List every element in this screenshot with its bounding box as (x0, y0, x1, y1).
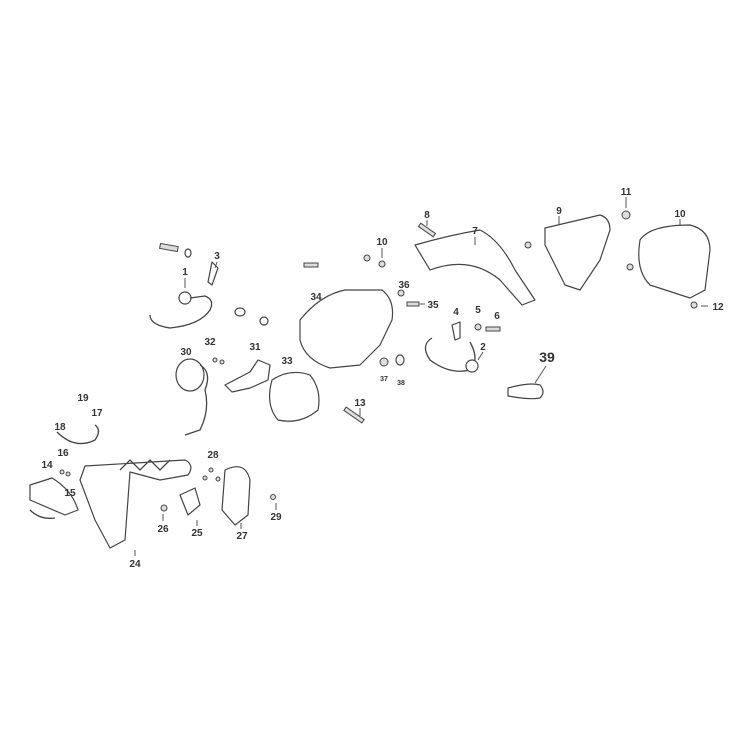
label-25: 25 (191, 528, 203, 539)
label-33: 33 (281, 356, 293, 367)
part-shapes (29, 210, 711, 549)
label-13: 13 (354, 398, 366, 409)
label-15: 15 (64, 488, 76, 499)
label-24: 24 (129, 559, 141, 570)
part-number-labels: 1 2 3 4 5 6 7 8 9 10 10 11 12 13 14 15 1… (41, 187, 724, 570)
label-6: 6 (494, 311, 500, 322)
label-37: 37 (380, 376, 388, 383)
label-35: 35 (427, 300, 439, 311)
label-18: 18 (54, 422, 66, 433)
label-26: 26 (157, 524, 169, 535)
label-38: 38 (397, 380, 405, 387)
label-31: 31 (249, 342, 261, 353)
label-5: 5 (475, 305, 481, 316)
label-11: 11 (621, 187, 632, 198)
label-3: 3 (214, 251, 220, 262)
leader-lines (134, 197, 708, 556)
label-10: 10 (674, 209, 686, 220)
label-32: 32 (204, 337, 216, 348)
label-7: 7 (472, 226, 478, 237)
label-8: 8 (424, 210, 430, 221)
label-36: 36 (398, 280, 410, 291)
label-28: 28 (207, 450, 219, 461)
label-4: 4 (453, 307, 459, 318)
label-29: 29 (270, 512, 282, 523)
label-14: 14 (41, 460, 53, 471)
label-17: 17 (91, 408, 103, 419)
label-10: 10 (376, 237, 388, 248)
label-30: 30 (180, 347, 192, 358)
label-12: 12 (712, 302, 724, 313)
label-27: 27 (236, 531, 248, 542)
label-1: 1 (182, 267, 188, 278)
label-16: 16 (57, 448, 69, 459)
label-2: 2 (480, 342, 486, 353)
label-19: 19 (77, 393, 89, 404)
label-34: 34 (310, 292, 322, 303)
label-39: 39 (539, 349, 555, 365)
label-9: 9 (556, 206, 562, 217)
